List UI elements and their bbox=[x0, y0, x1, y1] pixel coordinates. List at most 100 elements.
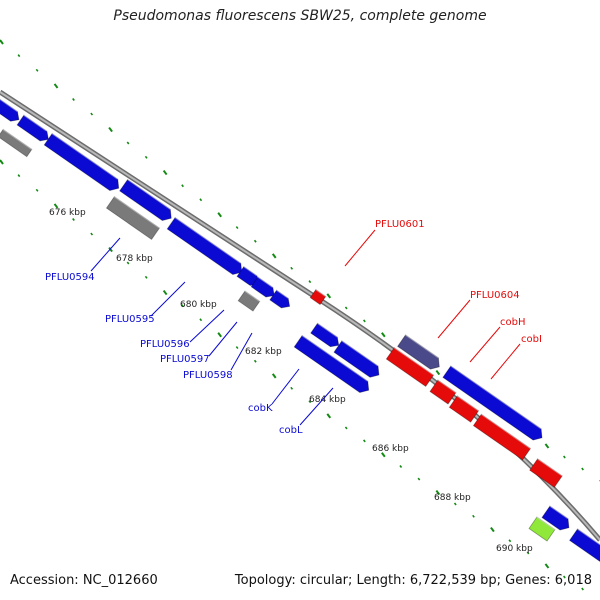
gene-forward[interactable] bbox=[569, 528, 600, 563]
gene-bevel bbox=[23, 114, 48, 132]
gene-pseudo[interactable] bbox=[105, 196, 161, 240]
tick-mark bbox=[108, 126, 113, 133]
gene-features[interactable] bbox=[0, 98, 600, 563]
scale-label: 680 kbp bbox=[180, 300, 217, 310]
gene-bevel bbox=[480, 413, 532, 449]
tick-mark bbox=[72, 218, 75, 222]
tick-mark bbox=[162, 169, 168, 176]
gene-forward[interactable] bbox=[310, 322, 340, 348]
gene-bevel bbox=[276, 289, 289, 299]
gene-bevel bbox=[549, 505, 569, 520]
gene-bevel bbox=[537, 458, 563, 477]
gene-bevel bbox=[114, 195, 160, 229]
gene-forward[interactable] bbox=[16, 114, 49, 142]
scale-label: 684 kbp bbox=[309, 395, 346, 405]
gene-bevel bbox=[301, 334, 369, 382]
tick-mark bbox=[399, 464, 403, 468]
tick-mark bbox=[53, 203, 59, 209]
tick-mark bbox=[344, 306, 348, 310]
tick-mark bbox=[581, 467, 584, 471]
gene-reverse[interactable] bbox=[385, 347, 435, 387]
gene-labels: PFLU0594 PFLU0595 PFLU0596 PFLU0597 PFLU… bbox=[45, 219, 542, 436]
tick-mark bbox=[90, 232, 94, 236]
tick-mark bbox=[126, 261, 130, 265]
tick-mark bbox=[308, 400, 312, 404]
tick-mark bbox=[17, 54, 21, 58]
tick-mark bbox=[544, 443, 550, 449]
scale-label: 688 kbp bbox=[434, 493, 471, 503]
gene-reverse[interactable] bbox=[529, 458, 563, 488]
tick-mark bbox=[435, 369, 441, 376]
scale-label: 682 kbp bbox=[245, 347, 282, 357]
gene-label: PFLU0595 bbox=[105, 314, 155, 325]
tick-mark bbox=[144, 155, 148, 159]
gene-forward[interactable] bbox=[250, 276, 275, 298]
tick-mark bbox=[326, 413, 332, 419]
gene-bevel bbox=[243, 265, 258, 277]
tick-mark bbox=[544, 563, 550, 569]
gene-label: cobL bbox=[279, 425, 303, 436]
tick-mark bbox=[126, 141, 130, 145]
scale-label: 686 kbp bbox=[372, 444, 409, 454]
gene-forward[interactable] bbox=[333, 340, 380, 378]
tick-mark bbox=[472, 514, 475, 518]
gene-bevel bbox=[450, 365, 542, 430]
tick-mark bbox=[199, 198, 203, 202]
tick-mark bbox=[326, 293, 332, 299]
tick-mark bbox=[381, 452, 386, 458]
tick-mark bbox=[526, 551, 530, 555]
tick-mark bbox=[435, 489, 441, 496]
gene-label: PFLU0598 bbox=[183, 370, 233, 381]
scale-label: 678 kbp bbox=[116, 254, 153, 264]
tick-mark bbox=[235, 226, 239, 230]
gene-forward[interactable] bbox=[269, 289, 291, 309]
tick-mark bbox=[417, 477, 421, 481]
gene-forward[interactable] bbox=[119, 178, 172, 221]
gene-bevel bbox=[317, 322, 338, 338]
tick-mark bbox=[562, 455, 566, 459]
gene-bevel bbox=[405, 334, 439, 359]
gene-pseudo[interactable] bbox=[0, 128, 33, 158]
tick-mark bbox=[490, 526, 495, 533]
genome-summary: Topology: circular; Length: 6,722,539 bp… bbox=[234, 573, 592, 588]
gene-forward[interactable] bbox=[166, 216, 243, 275]
tick-mark bbox=[217, 332, 222, 338]
gene-bevel bbox=[315, 288, 327, 297]
gene-bevel bbox=[2, 128, 33, 150]
tick-mark bbox=[162, 289, 168, 296]
gene-forward[interactable] bbox=[442, 365, 543, 441]
gene-bevel bbox=[174, 216, 242, 264]
tick-mark bbox=[290, 266, 294, 270]
tick-mark bbox=[181, 304, 184, 308]
gene-forward[interactable] bbox=[293, 334, 370, 393]
tick-mark bbox=[362, 439, 366, 443]
gene-reverse[interactable] bbox=[309, 288, 327, 306]
tick-mark bbox=[235, 346, 239, 350]
gene-forward[interactable] bbox=[43, 132, 120, 191]
tick-mark bbox=[253, 239, 257, 243]
tick-mark bbox=[53, 83, 59, 89]
gene-reverse[interactable] bbox=[429, 379, 457, 405]
scale-label: 690 kbp bbox=[496, 544, 533, 554]
gene-pseudo[interactable] bbox=[237, 290, 261, 312]
tick-mark bbox=[0, 39, 4, 45]
gene-highlight[interactable] bbox=[528, 516, 556, 542]
gene-bevel bbox=[456, 395, 480, 412]
gene-label: cobK bbox=[248, 403, 273, 414]
gene-reverse[interactable] bbox=[472, 413, 532, 461]
gene-label: PFLU0601 bbox=[375, 219, 425, 230]
gene-reverse[interactable] bbox=[448, 395, 480, 423]
gene-forward[interactable] bbox=[541, 505, 570, 531]
tick-tracks bbox=[0, 39, 600, 591]
tick-mark bbox=[217, 212, 222, 218]
tick-mark bbox=[562, 575, 566, 579]
gene-forward[interactable] bbox=[0, 98, 20, 122]
tick-mark bbox=[90, 112, 94, 116]
tick-mark bbox=[72, 98, 75, 102]
map-title: Pseudomonas fluorescens SBW25, complete … bbox=[113, 8, 487, 24]
tick-mark bbox=[199, 318, 203, 322]
scale-label: 676 kbp bbox=[49, 208, 86, 218]
gene-forward[interactable] bbox=[397, 334, 440, 370]
gene-bevel bbox=[51, 132, 119, 180]
